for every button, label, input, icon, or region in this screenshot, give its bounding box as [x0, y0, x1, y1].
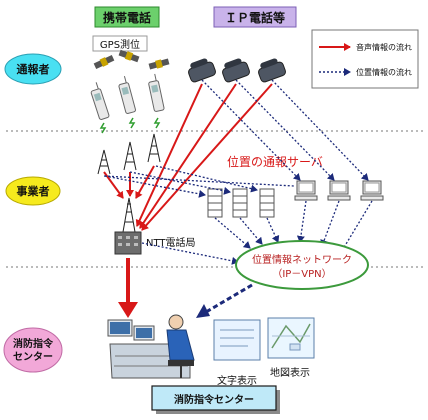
text-display-screen-icon — [213, 319, 261, 361]
mobile-label: 携帯電話 — [103, 10, 151, 25]
center-bubble-label: 消防指令センター — [13, 337, 54, 363]
legend-box — [311, 29, 419, 89]
server-label: 位置の通報サーバ — [227, 154, 323, 169]
ip-phone-icon — [188, 58, 216, 83]
center-bubble-line2: センター — [13, 351, 53, 363]
server-pc-icon — [327, 180, 351, 201]
network-label-line2: （IP－VPN） — [272, 268, 331, 280]
gps-satellite-icon — [93, 55, 115, 69]
server-rack-icon — [259, 188, 275, 218]
ntt-tower-icon — [122, 197, 136, 233]
base-station-icon — [97, 149, 111, 175]
server-rack-icon — [207, 188, 223, 218]
gps-label: GPS測位 — [100, 38, 140, 51]
gps-satellite-icon — [118, 49, 140, 63]
location-trunk-arrowhead — [196, 304, 210, 318]
operator-label: 事業者 — [17, 184, 50, 198]
ip-phone-icon — [258, 58, 286, 83]
text-display-label: 文字表示 — [217, 374, 257, 387]
gps-satellite-icon — [148, 58, 170, 70]
command-center-box — [151, 385, 277, 411]
radio-signal-icon — [153, 117, 161, 129]
ip-phone-label-box — [213, 6, 297, 28]
base-station-icon — [147, 133, 161, 163]
ntt-label: NTT電話局 — [146, 236, 196, 249]
mobile-phone-icon — [90, 82, 110, 120]
location-trunk-arrow — [205, 283, 253, 314]
caller-label: 通報者 — [17, 62, 50, 76]
ntt-building-windows — [118, 236, 138, 246]
caller-bubble — [4, 53, 62, 85]
center-bubble — [3, 327, 63, 373]
network-label-line1: 位置情報ネットワーク — [252, 253, 352, 266]
legend-voice-label: 音声情報の流れ — [356, 42, 412, 52]
ip-phone-label: ＩＰ電話等 — [225, 10, 285, 25]
voice-flow-arrows — [103, 83, 273, 231]
operator-bubble — [5, 176, 61, 206]
radio-signal-icon — [99, 122, 107, 134]
radio-signal-icon — [128, 117, 136, 129]
command-center-box-label: 消防指令センター — [174, 393, 254, 406]
mobile-label-box — [94, 6, 160, 28]
map-display-screen-icon — [267, 317, 315, 359]
voice-trunk-arrow — [118, 258, 138, 318]
mobile-phone-icon — [118, 75, 136, 114]
center-bubble-line1: 消防指令 — [13, 337, 54, 350]
server-pc-icon — [294, 180, 318, 201]
mobile-phone-icon — [148, 73, 165, 112]
server-pc-icon — [360, 180, 384, 201]
map-display-label: 地図表示 — [270, 366, 310, 379]
location-flow-arrows — [103, 79, 373, 265]
server-rack-icon — [232, 188, 248, 218]
operator-person-icon — [166, 314, 195, 378]
gps-label-box — [92, 35, 148, 52]
legend-location-label: 位置情報の流れ — [356, 67, 412, 77]
base-station-icon — [123, 141, 137, 171]
ip-phone-icon — [222, 58, 250, 83]
location-network-ellipse — [235, 240, 369, 290]
